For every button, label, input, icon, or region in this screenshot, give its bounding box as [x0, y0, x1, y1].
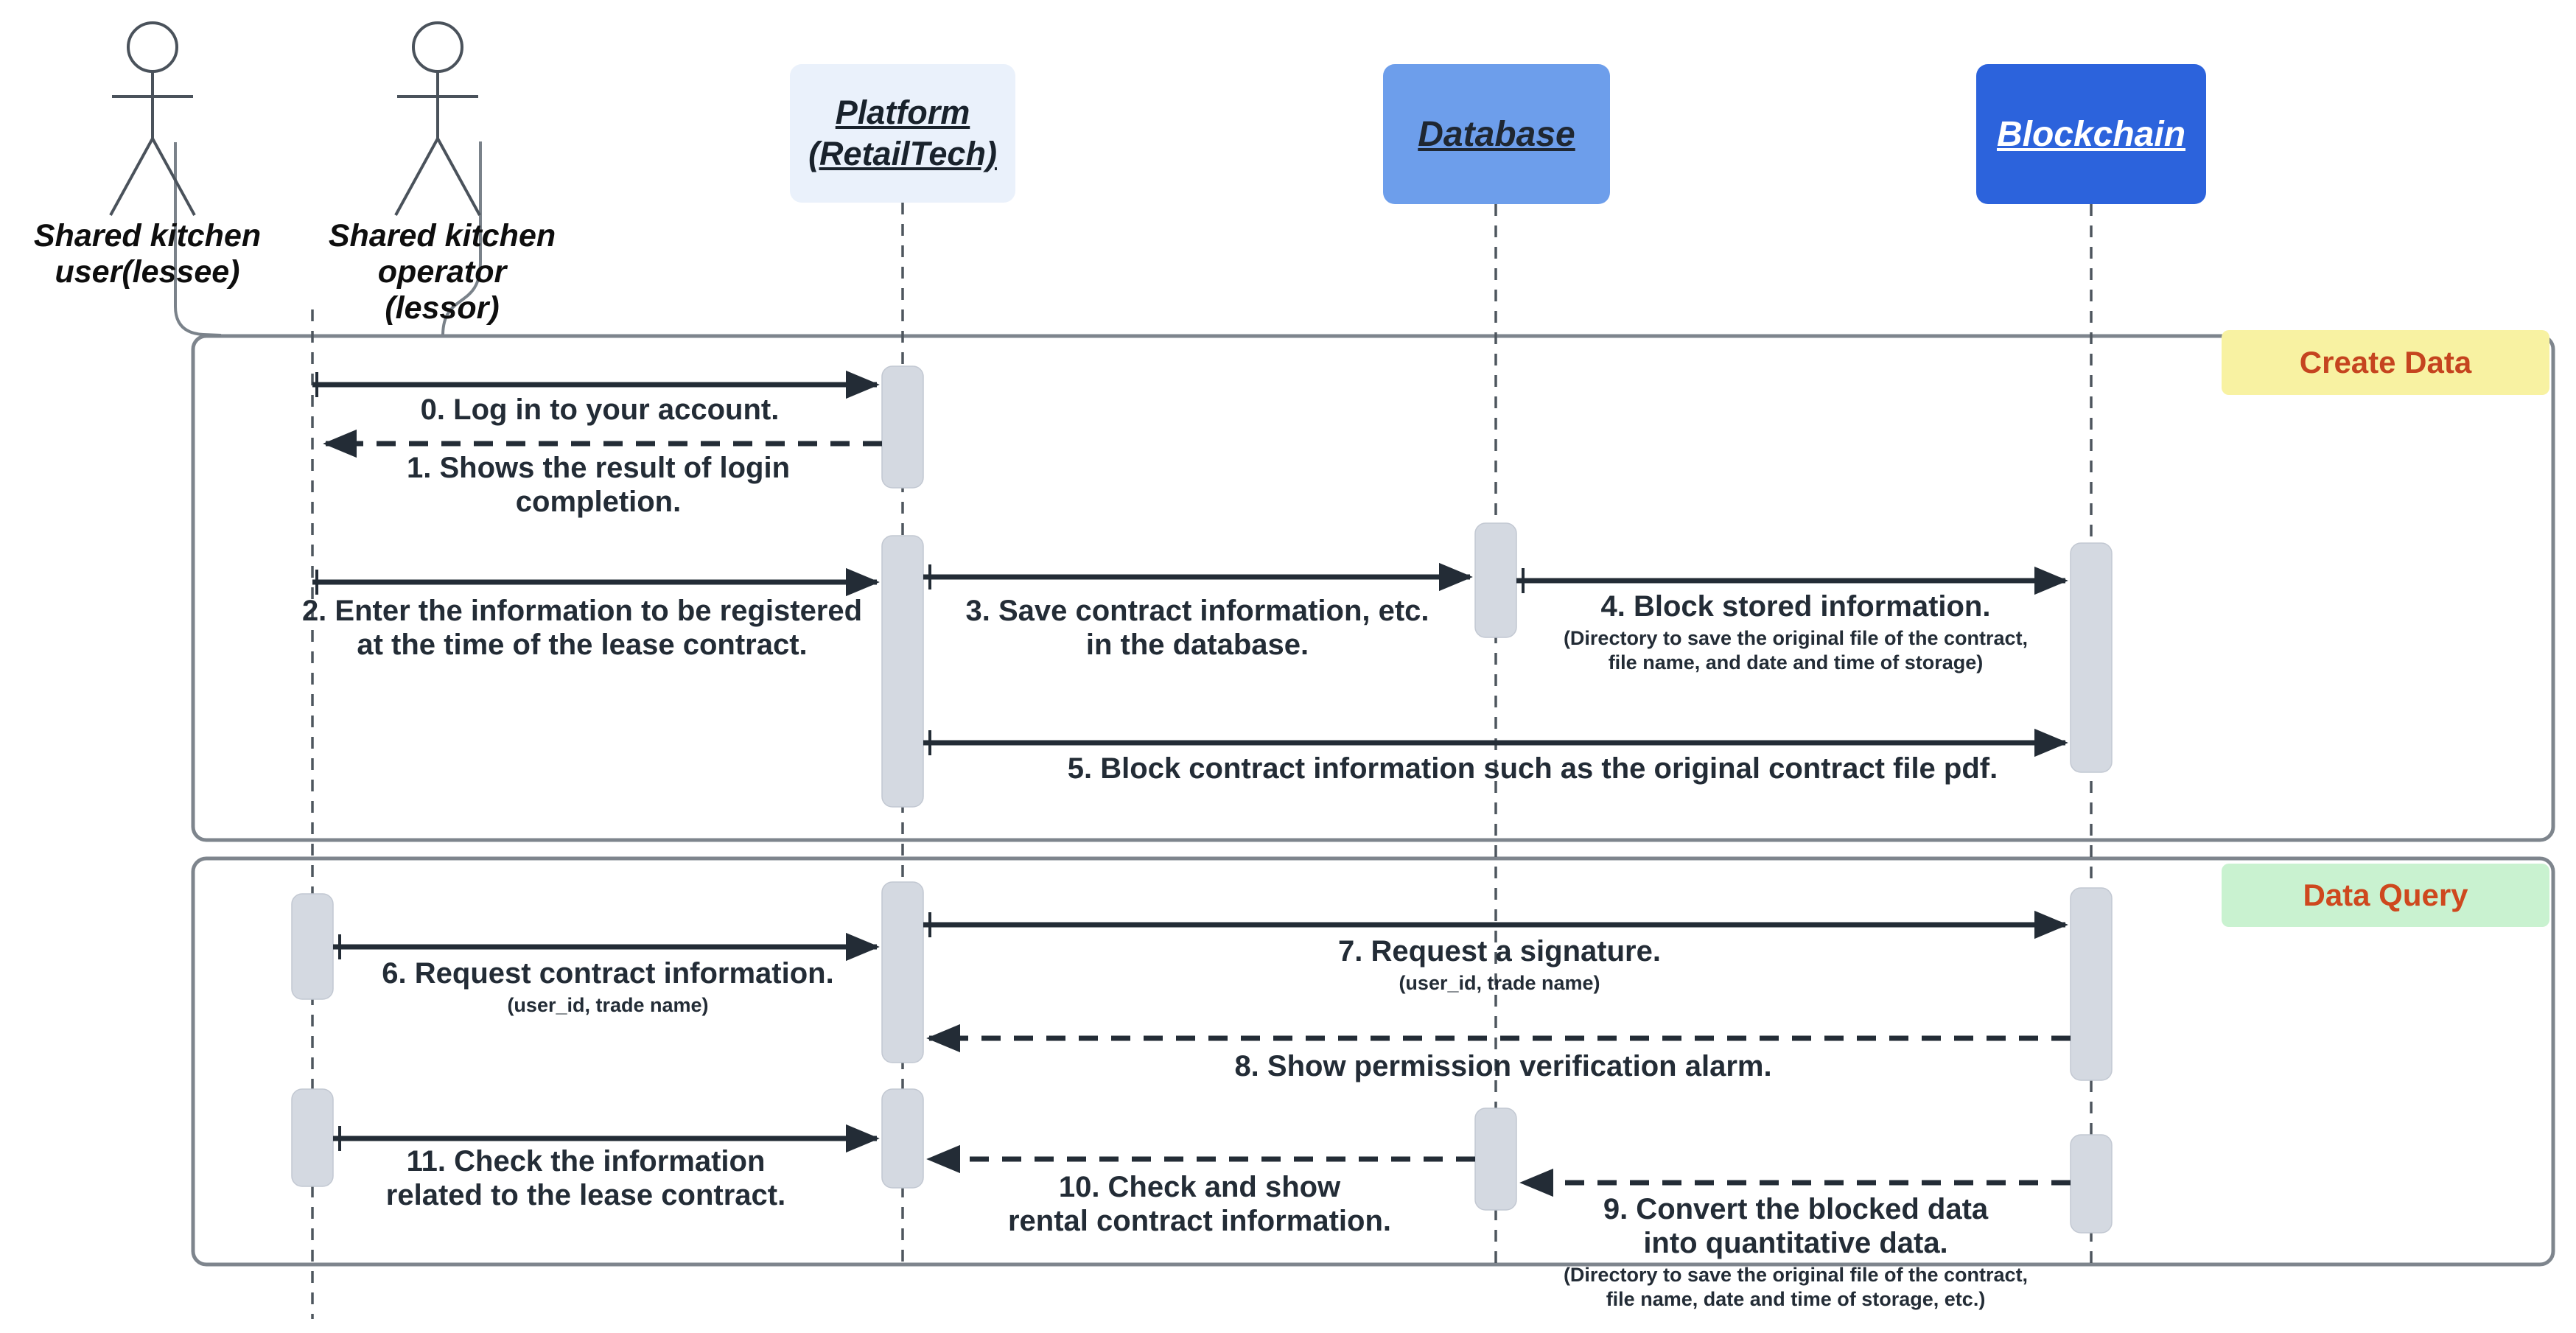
message-subtext-line: (Directory to save the original file of …	[1563, 1264, 2029, 1286]
activation-actor-1	[291, 893, 334, 1000]
frame-label-create-data: Create Data	[2222, 330, 2549, 395]
message-subtext-line: (user_id, trade name)	[507, 994, 709, 1016]
message-text: rental contract information.	[1007, 1205, 1392, 1237]
message-text: related to the lease contract.	[385, 1179, 786, 1211]
message-text: 4. Block stored information.	[1600, 590, 1991, 623]
message-subtext: (Directory to save the original file of …	[1564, 626, 2028, 675]
message-subtext-line: file name, date and time of storage, etc…	[1606, 1288, 1986, 1310]
actor-label-line: Shared kitchen	[33, 218, 262, 253]
actor-label-lessee: Shared kitchen user(lessee)	[34, 218, 261, 290]
activation-blockchain-1	[2070, 542, 2113, 773]
message-text: 11. Check the information	[406, 1145, 766, 1178]
participant-box-blockchain: Blockchain	[1976, 64, 2206, 204]
message-subtext: (user_id, trade name)	[382, 993, 833, 1018]
activation-platform-3	[881, 881, 924, 1063]
message-label-0: 0. Log in to your account.	[421, 393, 780, 427]
message-subtext: (user_id, trade name)	[1338, 971, 1661, 996]
message-text: in the database.	[1085, 629, 1309, 661]
message-text: 0. Log in to your account.	[420, 393, 780, 426]
activation-bars	[291, 365, 2113, 1234]
message-text: 10. Check and show	[1058, 1171, 1341, 1203]
frame-data-query	[191, 856, 2555, 1267]
actor-label-line: Shared kitchen	[328, 218, 556, 253]
participant-title-line: Database	[1418, 114, 1575, 154]
message-label-6: 6. Request contract information. (user_i…	[382, 956, 833, 1018]
activation-actor-2	[291, 1088, 334, 1187]
message-label-1: 1. Shows the result of login completion.	[407, 451, 790, 519]
message-text: into quantitative data.	[1643, 1227, 1948, 1259]
message-text: 7. Request a signature.	[1338, 935, 1661, 968]
participant-title-line: (RetailTech)	[808, 135, 997, 172]
message-text: at the time of the lease contract.	[357, 629, 808, 661]
message-text: 5. Block contract information such as th…	[1067, 752, 1998, 785]
actor-label-line: operator	[377, 254, 507, 290]
frame-label-data-query: Data Query	[2222, 864, 2549, 927]
frame-create-data	[191, 334, 2555, 842]
actor-figure-lessee	[109, 21, 196, 216]
message-text: 8. Show permission verification alarm.	[1234, 1050, 1772, 1082]
message-label-9: 9. Convert the blocked data into quantit…	[1564, 1192, 2028, 1312]
message-text: 6. Request contract information.	[382, 957, 834, 990]
message-subtext: (Directory to save the original file of …	[1564, 1263, 2028, 1312]
message-label-5: 5. Block contract information such as th…	[1068, 752, 1998, 786]
message-text: 2. Enter the information to be registere…	[301, 595, 863, 627]
participant-title-line: Blockchain	[1996, 114, 2186, 154]
activation-blockchain-2	[2070, 887, 2113, 1081]
activation-platform-2	[881, 535, 924, 808]
activation-blockchain-3	[2070, 1134, 2113, 1234]
message-subtext-line: (user_id, trade name)	[1399, 972, 1600, 994]
message-subtext-line: file name, and date and time of storage)	[1608, 651, 1984, 674]
participant-title-line: Platform	[835, 94, 970, 131]
activation-database-2	[1474, 1108, 1517, 1211]
activation-database-1	[1474, 522, 1517, 638]
message-label-3: 3. Save contract information, etc. in th…	[965, 594, 1429, 662]
message-text: 1. Shows the result of login	[406, 452, 791, 484]
actor-label-line: (lessor)	[385, 290, 500, 326]
actor-head	[127, 21, 178, 73]
message-subtext-line: (Directory to save the original file of …	[1563, 627, 2029, 649]
message-label-7: 7. Request a signature. (user_id, trade …	[1338, 934, 1661, 996]
message-text: completion.	[515, 486, 682, 518]
actor-label-lessor: Shared kitchen operator (lessor)	[329, 218, 556, 326]
message-label-2: 2. Enter the information to be registere…	[302, 594, 862, 662]
message-label-11: 11. Check the information related to the…	[386, 1144, 785, 1212]
arrow-start-ticks	[315, 372, 1525, 1151]
message-label-10: 10. Check and show rental contract infor…	[1008, 1170, 1391, 1238]
actor-label-line: user(lessee)	[55, 254, 240, 290]
frame-label-text: Create Data	[2299, 345, 2472, 379]
message-label-4: 4. Block stored information. (Directory …	[1564, 589, 2028, 675]
activation-platform-4	[881, 1088, 924, 1189]
message-label-8: 8. Show permission verification alarm.	[1234, 1049, 1771, 1083]
actor-figure-lessor	[394, 21, 481, 216]
message-arrows	[312, 370, 2071, 1197]
actor-connector-lines	[174, 141, 482, 337]
participant-box-platform: Platform (RetailTech)	[790, 64, 1015, 203]
participant-box-database: Database	[1383, 64, 1610, 204]
message-text: 3. Save contract information, etc.	[965, 595, 1429, 627]
frame-label-text: Data Query	[2303, 878, 2468, 912]
activation-platform-1	[881, 365, 924, 489]
message-text: 9. Convert the blocked data	[1603, 1193, 1989, 1225]
actor-head	[412, 21, 463, 73]
